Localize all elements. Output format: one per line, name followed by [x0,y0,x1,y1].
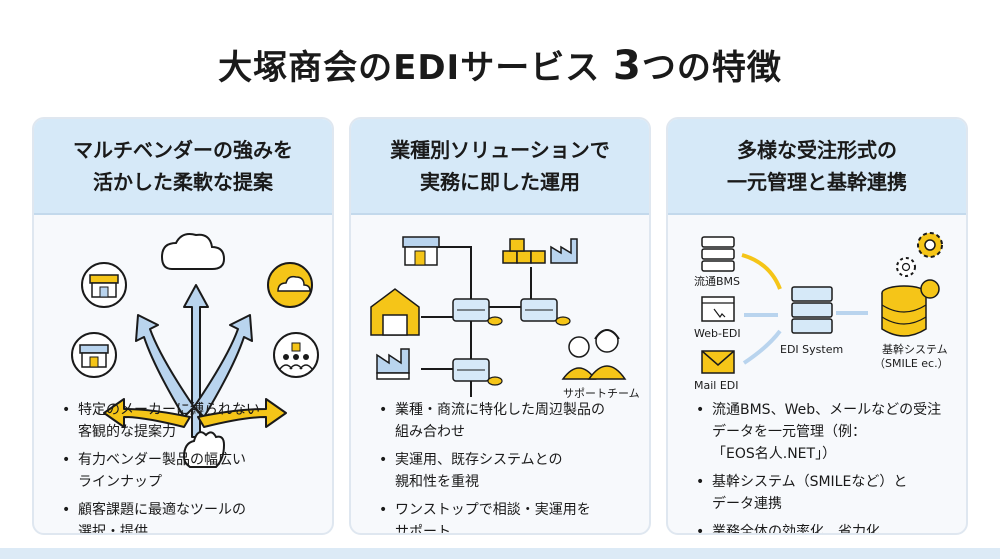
server-icon [452,358,503,386]
title-tail: つの特徴 [641,48,782,88]
edi-system-label: EDI System [780,343,843,356]
card-heading: 多様な受注形式の 一元管理と基幹連携 [668,119,966,215]
mail-icon [701,350,735,374]
feature-card-unified: 多様な受注形式の 一元管理と基幹連携 流通BMS Web-EDI Mail ED… [666,117,968,535]
card-heading-line: 実務に即した運用 [419,170,580,194]
unified-illustration: 流通BMS Web-EDI Mail EDI EDI System [694,232,949,392]
list-item-line: 選択・提供 [78,524,148,535]
list-item-line: データを一元管理（例： [712,424,866,440]
list-item-line: 特定のメーカーに縛られない [78,402,260,418]
list-item-line: 実運用、既存システムとの [395,452,563,468]
page-title: 大塚商会のEDIサービス 3つの特徴 [0,40,1000,89]
edi-server-icon [791,286,833,334]
list-item-line: 流通BMS、Web、メールなどの受注 [712,402,942,418]
list-item-line: 業種・商流に特化した周辺製品の [395,402,605,418]
list-item-line: データ連携 [712,496,782,512]
database-icon [881,279,940,337]
warehouse-icon [370,288,420,336]
list-item-line: 「EOS名人.NET」） [712,446,837,462]
cloud-service-icon [267,262,313,308]
list-item: 特定のメーカーに縛られない 客観的な提案力 [62,399,324,443]
list-item: 有力ベンダー製品の幅広い ラインナップ [62,449,324,493]
list-item-line: 組み合わせ [395,424,465,440]
gear-icon [896,257,916,277]
footer-bar [0,548,1000,559]
list-item: 業務全体の効率化、省力化 [696,521,958,535]
feature-list: 特定のメーカーに縛られない 客観的な提案力 有力ベンダー製品の幅広い ラインナッ… [62,399,324,535]
cloud-icon [160,233,226,270]
card-heading-line: 多様な受注形式の [737,138,897,162]
card-heading: 業種別ソリューションで 実務に即した運用 [351,119,649,215]
list-item: 顧客課題に最適なツールの 選択・提供 [62,499,324,535]
card-heading-line: 活かした柔軟な提案 [93,170,273,194]
list-item-line: サポート [395,524,451,535]
list-item-line: 有力ベンダー製品の幅広い [78,452,246,468]
bms-label: 流通BMS [694,274,740,288]
feature-card-industry: 業種別ソリューションで 実務に即した運用 [349,117,651,535]
server-icon [452,298,503,326]
list-item: 業種・商流に特化した周辺製品の 組み合わせ [379,399,641,443]
list-item-line: 基幹システム（SMILEなど）と [712,474,908,490]
store-icon [71,332,117,378]
industry-illustration: サポートチーム [370,236,640,400]
gear-icon [917,232,943,258]
bms-server-icon [701,236,735,272]
support-team-label: サポートチーム [563,387,640,400]
store-icon [81,262,127,308]
list-item-line: 客観的な提案力 [78,424,176,440]
factory-icon [376,348,410,380]
core-system-sublabel: （SMILE ec.） [874,357,949,370]
browser-icon [701,296,735,322]
title-main: 大塚商会のEDIサービス [218,48,601,88]
feature-card-multivendor: マルチベンダーの強みを 活かした柔軟な提案 [32,117,334,535]
factory-icon [550,238,578,264]
list-item-line: 顧客課題に最適なツールの [78,502,246,518]
list-item: 流通BMS、Web、メールなどの受注 データを一元管理（例： 「EOS名人.NE… [696,399,958,465]
web-edi-label: Web-EDI [694,327,741,340]
team-icon [273,332,319,378]
list-item-line: 親和性を重視 [395,474,479,490]
store-icon [402,236,440,266]
title-number: 3 [613,43,642,89]
support-team-icon [561,329,627,380]
list-item: 基幹システム（SMILEなど）と データ連携 [696,471,958,515]
boxes-icon [502,238,546,264]
server-icon [520,298,571,326]
list-item: ワンストップで相談・実運用を サポート [379,499,641,535]
card-heading: マルチベンダーの強みを 活かした柔軟な提案 [34,119,332,215]
card-heading-line: 一元管理と基幹連携 [727,170,907,194]
card-heading-line: マルチベンダーの強みを [73,138,293,162]
list-item-line: 業務全体の効率化、省力化 [712,524,880,535]
mail-edi-label: Mail EDI [694,379,739,392]
core-system-label: 基幹システム [882,342,948,356]
list-item-line: ワンストップで相談・実運用を [395,502,591,518]
feature-list: 業種・商流に特化した周辺製品の 組み合わせ 実運用、既存システムとの 親和性を重… [379,399,641,535]
card-heading-line: 業種別ソリューションで [390,138,610,162]
list-item-line: ラインナップ [78,474,162,490]
list-item: 実運用、既存システムとの 親和性を重視 [379,449,641,493]
feature-list: 流通BMS、Web、メールなどの受注 データを一元管理（例： 「EOS名人.NE… [696,399,958,535]
flow-arrows [741,253,868,365]
